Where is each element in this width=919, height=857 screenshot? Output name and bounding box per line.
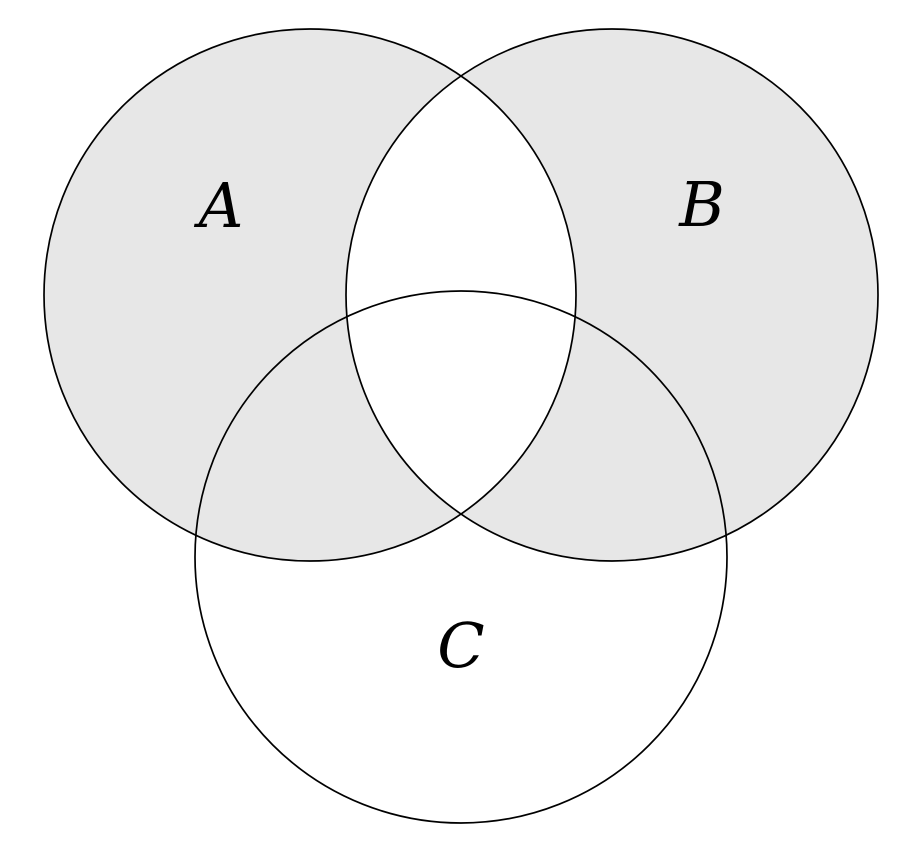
set-a-label: A bbox=[194, 169, 244, 242]
set-a-circle bbox=[43, 28, 577, 562]
set-b-circle bbox=[345, 28, 879, 562]
set-c-circle bbox=[194, 290, 728, 824]
set-c-label: C bbox=[437, 609, 484, 682]
set-b-label: B bbox=[678, 168, 725, 241]
shaded-region bbox=[44, 29, 878, 561]
